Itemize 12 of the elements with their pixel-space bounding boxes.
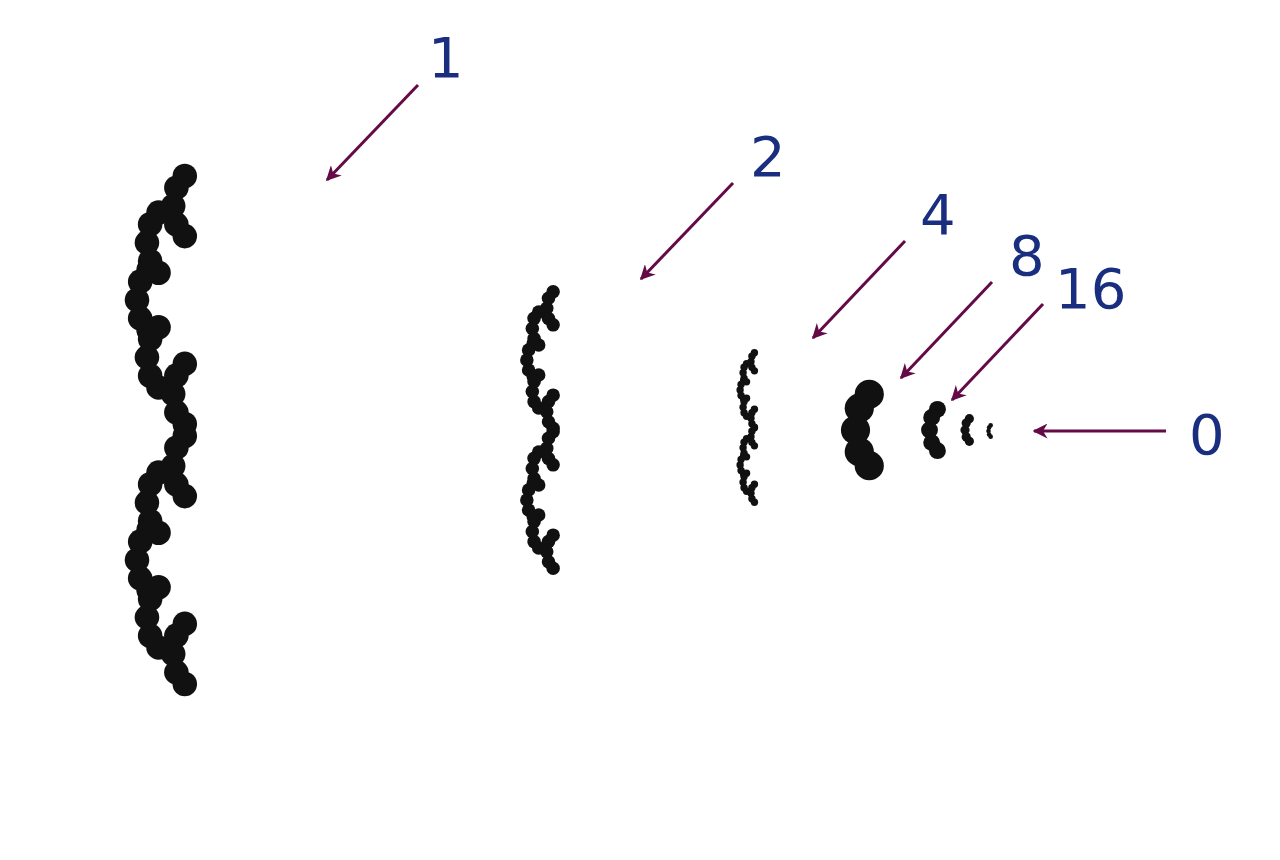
level-number: 16 — [1055, 259, 1127, 319]
leader-arrow — [639, 181, 735, 281]
leader-arrow — [950, 302, 1045, 402]
level-number: 4 — [920, 185, 956, 245]
level-number: 2 — [750, 127, 786, 187]
level-number: 0 — [1189, 405, 1225, 465]
leader-arrow — [325, 83, 420, 182]
leader-arrow — [811, 239, 907, 340]
leader-arrow — [1032, 423, 1166, 439]
leader-arrow — [899, 280, 994, 380]
level-number: 1 — [428, 28, 464, 88]
level-number: 8 — [1009, 226, 1045, 286]
